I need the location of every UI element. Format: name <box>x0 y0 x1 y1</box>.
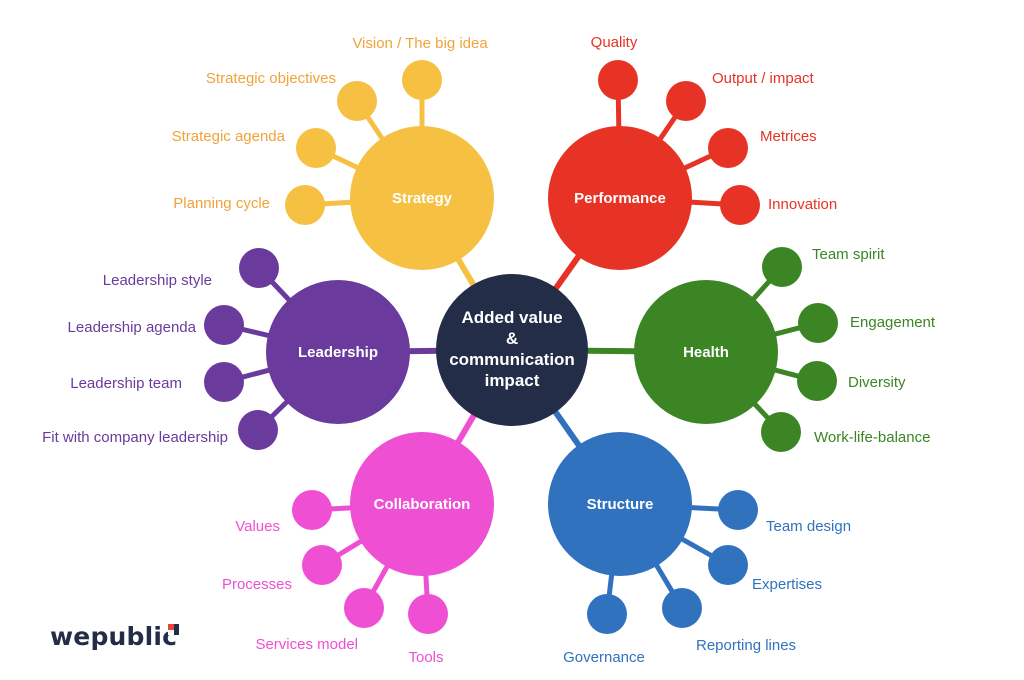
structure-hub-node <box>548 432 692 576</box>
structure-item-label: Governance <box>563 649 645 666</box>
leadership-satellite-node <box>239 248 279 288</box>
performance-satellite-node <box>720 185 760 225</box>
strategy-satellite-node <box>337 81 377 121</box>
health-item-label: Work-life-balance <box>814 429 930 446</box>
center-label-line: & <box>506 329 518 348</box>
structure-satellite-node <box>718 490 758 530</box>
center-circle <box>436 274 588 426</box>
health-satellite-node <box>761 412 801 452</box>
health-satellite-node <box>798 303 838 343</box>
health-item-label: Team spirit <box>812 246 885 263</box>
center-label-line: communication <box>449 350 575 369</box>
center-node: Added value & communication impact <box>436 274 588 426</box>
collaboration-satellite-node <box>344 588 384 628</box>
health-item-label: Engagement <box>850 314 936 331</box>
health-hub-node <box>634 280 778 424</box>
wepublic-logo: wepublic <box>50 622 178 651</box>
strategy-satellite-node <box>285 185 325 225</box>
leadership-satellite-node <box>238 410 278 450</box>
collaboration-item-label: Tools <box>408 649 443 666</box>
performance-satellite-node <box>708 128 748 168</box>
collaboration-item-label: Services model <box>255 636 358 653</box>
health-satellite-node <box>797 361 837 401</box>
center-label-line: impact <box>485 371 540 390</box>
collaboration-hub-node <box>350 432 494 576</box>
leadership-item-label: Leadership style <box>103 272 212 289</box>
structure-item-label: Team design <box>766 518 851 535</box>
strategy-item-label: Vision / The big idea <box>352 35 488 52</box>
collaboration-item-label: Processes <box>222 576 292 593</box>
strategy-satellite-node <box>402 60 442 100</box>
strategy-satellite-node <box>296 128 336 168</box>
leadership-hub-node <box>266 280 410 424</box>
performance-item-label: Quality <box>591 34 638 51</box>
leadership-satellite-node <box>204 305 244 345</box>
strategy-item-label: Strategic objectives <box>206 70 336 87</box>
leadership-satellite-node <box>204 362 244 402</box>
structure-item-label: Expertises <box>752 576 822 593</box>
collaboration-hub-label: Collaboration <box>374 496 471 513</box>
item-labels: Planning cycle Strategic agenda Strategic … <box>42 34 936 666</box>
collaboration-satellite-node <box>292 490 332 530</box>
performance-satellite-node <box>598 60 638 100</box>
collaboration-item-label: Values <box>235 518 280 535</box>
structure-item-label: Reporting lines <box>696 637 796 654</box>
performance-item-label: Innovation <box>768 196 837 213</box>
performance-hub-node <box>548 126 692 270</box>
performance-satellite-node <box>666 81 706 121</box>
performance-hub-label: Performance <box>574 190 666 207</box>
leadership-item-label: Fit with company leadership <box>42 429 228 446</box>
health-item-label: Diversity <box>848 374 906 391</box>
center-label-line: Added value <box>461 308 562 327</box>
performance-item-label: Output / impact <box>712 70 815 87</box>
strategy-hub-label: Strategy <box>392 190 453 207</box>
structure-hub-label: Structure <box>587 496 654 513</box>
collaboration-satellite-node <box>408 594 448 634</box>
strategy-hub-node <box>350 126 494 270</box>
leadership-item-label: Leadership team <box>70 375 182 392</box>
satellite-nodes <box>204 60 838 634</box>
collaboration-satellite-node <box>302 545 342 585</box>
strategy-item-label: Planning cycle <box>173 195 270 212</box>
health-hub-label: Health <box>683 344 729 361</box>
structure-satellite-node <box>662 588 702 628</box>
strategy-item-label: Strategic agenda <box>172 128 286 145</box>
health-satellite-node <box>762 247 802 287</box>
leadership-hub-label: Leadership <box>298 344 378 361</box>
structure-satellite-node <box>708 545 748 585</box>
logo-mark-icon <box>168 624 179 635</box>
structure-satellite-node <box>587 594 627 634</box>
leadership-item-label: Leadership agenda <box>68 319 197 336</box>
performance-item-label: Metrices <box>760 128 817 145</box>
